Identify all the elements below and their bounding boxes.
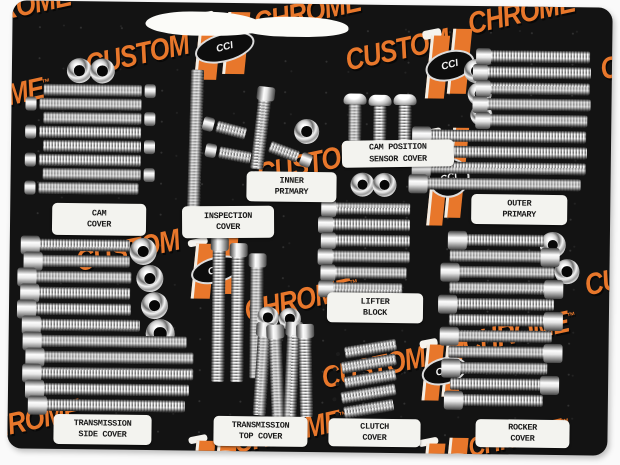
chrome-bolt	[454, 265, 555, 279]
part-label-line: SENSOR COVER	[369, 153, 427, 164]
chrome-bolt	[486, 98, 591, 112]
part-label-line: COVER	[362, 432, 387, 443]
part-label-line: CAM POSITION	[368, 142, 427, 153]
chrome-bolt	[34, 286, 131, 300]
chrome-bolt	[298, 336, 314, 418]
chrome-bolt	[373, 105, 387, 142]
chrome-bolt	[43, 111, 142, 125]
chrome-bolt	[449, 281, 550, 295]
part-label-line: ROCKER	[508, 422, 538, 433]
chrome-bolt	[36, 366, 194, 381]
chrome-bolt	[38, 181, 139, 195]
part-label-transmission-side-cover: TRANSMISSION SIDE COVER	[53, 413, 152, 446]
chrome-bolt	[35, 318, 140, 332]
chrome-washer	[350, 172, 375, 197]
part-label-cam-cover: CAM COVER	[51, 202, 147, 236]
chrome-bolt	[215, 120, 248, 140]
part-label-line: PRIMARY	[502, 209, 537, 220]
chrome-bolt	[461, 233, 544, 247]
part-label-line: BLOCK	[362, 307, 388, 318]
chrome-bolt	[490, 50, 591, 64]
part-label-lifter-block: LIFTER BLOCK	[326, 292, 424, 324]
chrome-bolt	[334, 234, 410, 248]
chrome-bolt	[331, 250, 410, 264]
chrome-bolt	[211, 249, 226, 382]
part-label-line: LIFTER	[360, 296, 390, 307]
part-label-cam-position-sensor-cover: CAM POSITION SENSOR COVER	[341, 139, 455, 168]
part-label-line: COVER	[216, 221, 241, 233]
chrome-bolt	[455, 361, 548, 375]
chrome-washer	[294, 118, 320, 145]
part-label-line: PRIMARY	[274, 186, 309, 197]
chrome-washer	[66, 58, 93, 84]
part-label-line: TRANSMISSION	[231, 420, 290, 431]
chrome-bolt	[39, 97, 142, 111]
chrome-bolt	[38, 382, 190, 397]
chrome-bolt	[398, 105, 412, 142]
chrome-bolt	[36, 334, 187, 349]
chrome-bolt	[38, 153, 141, 167]
chrome-bolt	[218, 146, 252, 164]
part-label-transmission-top-cover: TRANSMISSION TOP COVER	[213, 415, 308, 447]
chrome-bolt	[230, 256, 245, 383]
chrome-bolt	[448, 345, 549, 359]
chrome-bolt	[334, 266, 407, 280]
chrome-bolt	[39, 125, 142, 139]
part-label-rocker-cover: ROCKER COVER	[475, 419, 570, 449]
chrome-bolt	[30, 302, 132, 316]
part-label-line: TRANSMISSION	[73, 418, 132, 429]
part-label-line: TOP COVER	[238, 431, 283, 442]
part-label-line: OUTER	[507, 198, 532, 209]
brand-word-custom: CUSTOM	[597, 31, 613, 87]
chrome-bolt	[348, 104, 362, 141]
cci-logo-badge: CCI	[418, 437, 476, 456]
chrome-bolt	[186, 69, 205, 210]
part-label-inner-primary: INNER PRIMARY	[246, 171, 337, 203]
chrome-bolt	[486, 66, 591, 80]
chrome-bolt	[449, 249, 546, 263]
part-label-inspection-cover: INSPECTION COVER	[181, 205, 275, 239]
brand-word-custom: CUSTOM	[581, 246, 613, 303]
chrome-bolt	[489, 114, 588, 128]
chrome-bolt	[489, 82, 590, 96]
chrome-washer	[89, 58, 116, 84]
chrome-bolt	[39, 350, 194, 365]
chrome-bolt	[453, 329, 552, 343]
chrome-bolt	[448, 313, 549, 327]
chrome-bolt	[422, 177, 581, 192]
part-label-line: INSPECTION	[203, 210, 253, 222]
part-label-line: COVER	[510, 433, 535, 444]
chrome-bolt	[335, 202, 411, 216]
chrome-bolt	[42, 167, 141, 181]
part-label-clutch-cover: CLUTCH COVER	[328, 418, 421, 448]
chrome-washer	[140, 291, 169, 320]
part-label-line: COVER	[86, 219, 112, 230]
chrome-washer	[136, 264, 164, 293]
chrome-washer	[372, 172, 397, 198]
chrome-bolt	[34, 238, 130, 252]
chrome-bolt	[42, 139, 142, 153]
chrome-bolt	[450, 377, 546, 391]
chrome-bolt	[331, 218, 411, 232]
chrome-bolt	[31, 270, 132, 284]
chrome-bolt	[268, 337, 285, 418]
part-label-line: CLUTCH	[360, 421, 390, 432]
part-label-outer-primary: OUTER PRIMARY	[471, 193, 568, 226]
chrome-bolt	[452, 297, 555, 311]
chrome-bolt	[41, 398, 185, 413]
chrome-bolt	[43, 83, 142, 97]
part-label-line: CAM	[91, 208, 107, 219]
part-label-line: SIDE COVER	[78, 429, 127, 440]
part-label-line: INNER	[279, 175, 304, 186]
chrome-bolt	[457, 393, 543, 407]
chrome-bolt	[37, 254, 130, 268]
